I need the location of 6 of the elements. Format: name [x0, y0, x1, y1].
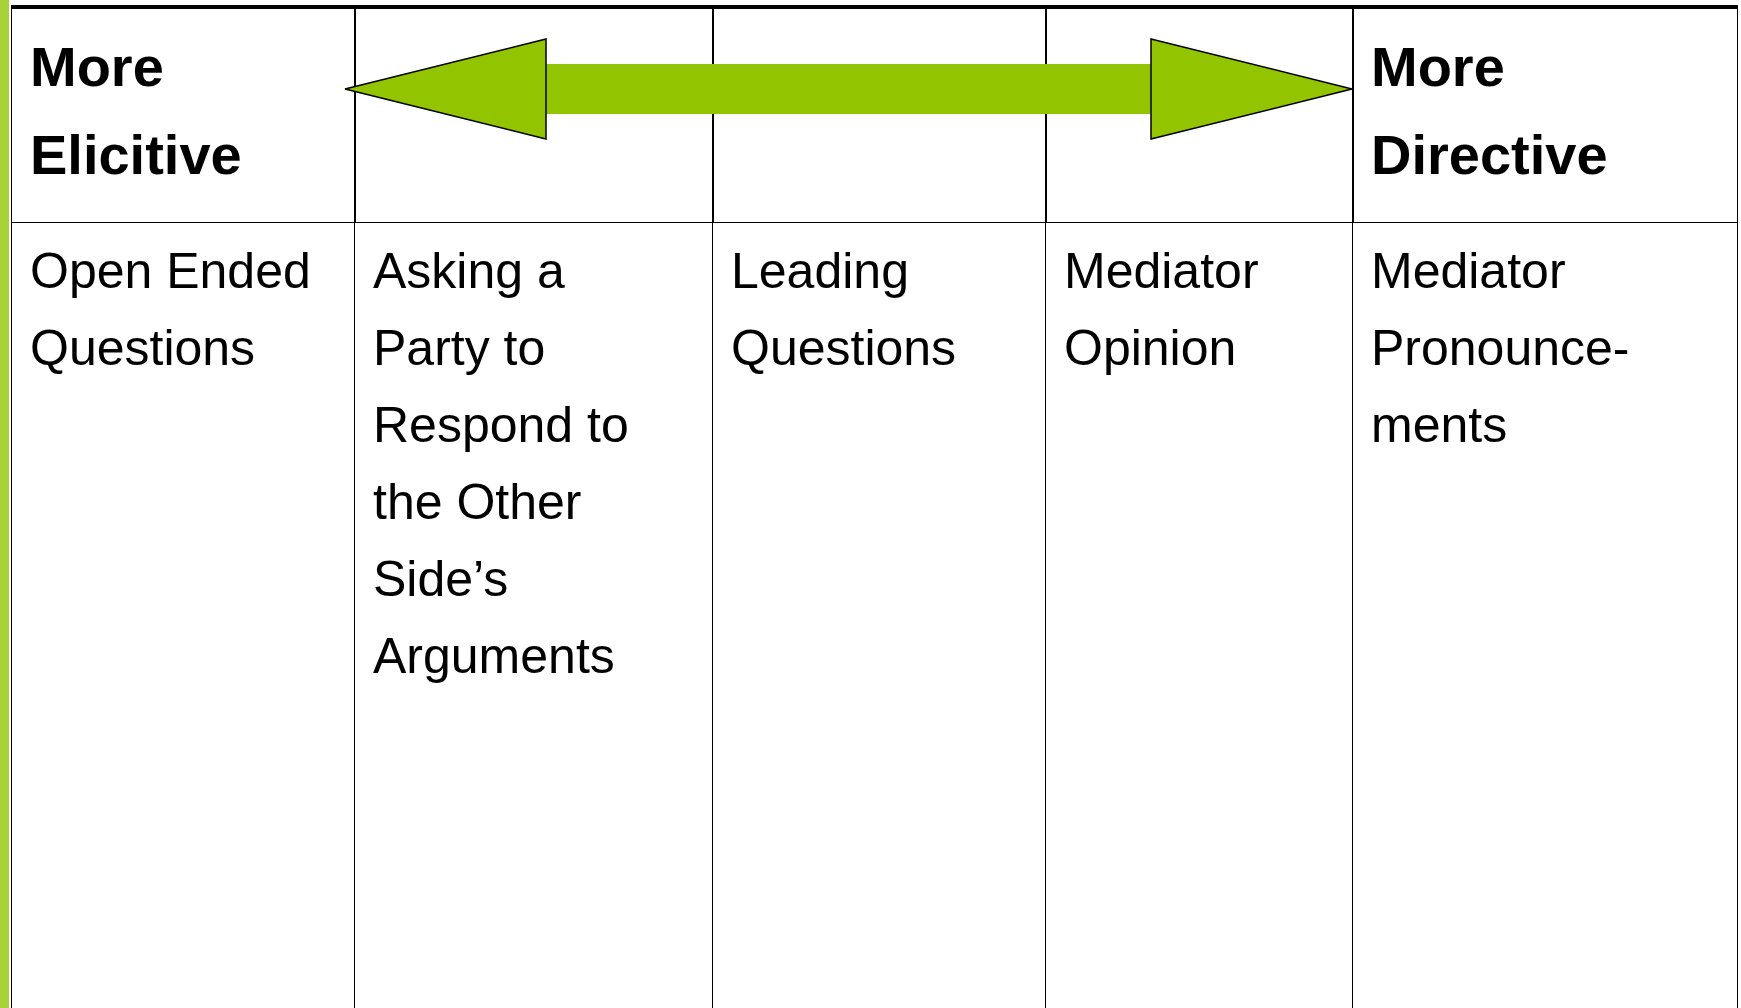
- technique-text: Mediator Pronounce- ments: [1370, 242, 1631, 455]
- technique-text: Asking a Party to Respond to the Other Side’s Arguments: [372, 242, 630, 686]
- technique-text: Leading Questions: [730, 242, 958, 378]
- double-arrow: [344, 38, 1353, 140]
- technique-text: Open Ended Questions: [29, 242, 312, 378]
- technique-text: Mediator Opinion: [1063, 242, 1260, 378]
